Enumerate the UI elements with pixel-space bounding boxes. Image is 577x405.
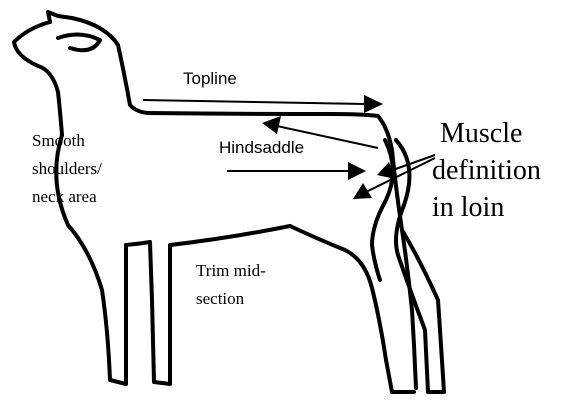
hindsaddle-label: Hindsaddle <box>219 138 304 157</box>
midsection-label-line1: Trim mid- <box>196 261 266 280</box>
muscle-label-line3: in loin <box>432 192 504 223</box>
topline-arrow <box>143 95 383 113</box>
shoulders-label-line3: neck area <box>32 187 97 206</box>
ear-outline <box>58 34 100 50</box>
thigh-line-1 <box>372 140 393 280</box>
midsection-label-line2: section <box>196 289 245 308</box>
shoulders-label-line1: Smooth <box>32 131 85 150</box>
muzzle-outline <box>14 22 62 135</box>
topline-label: Topline <box>183 69 237 88</box>
head-outline <box>48 12 148 113</box>
muscle-label-line1: Muscle <box>440 118 522 149</box>
muscle-label-line2: definition <box>432 155 541 186</box>
shoulders-label-line2: shoulders/ <box>32 159 102 178</box>
hindsaddle-arrow-lower <box>227 162 366 180</box>
